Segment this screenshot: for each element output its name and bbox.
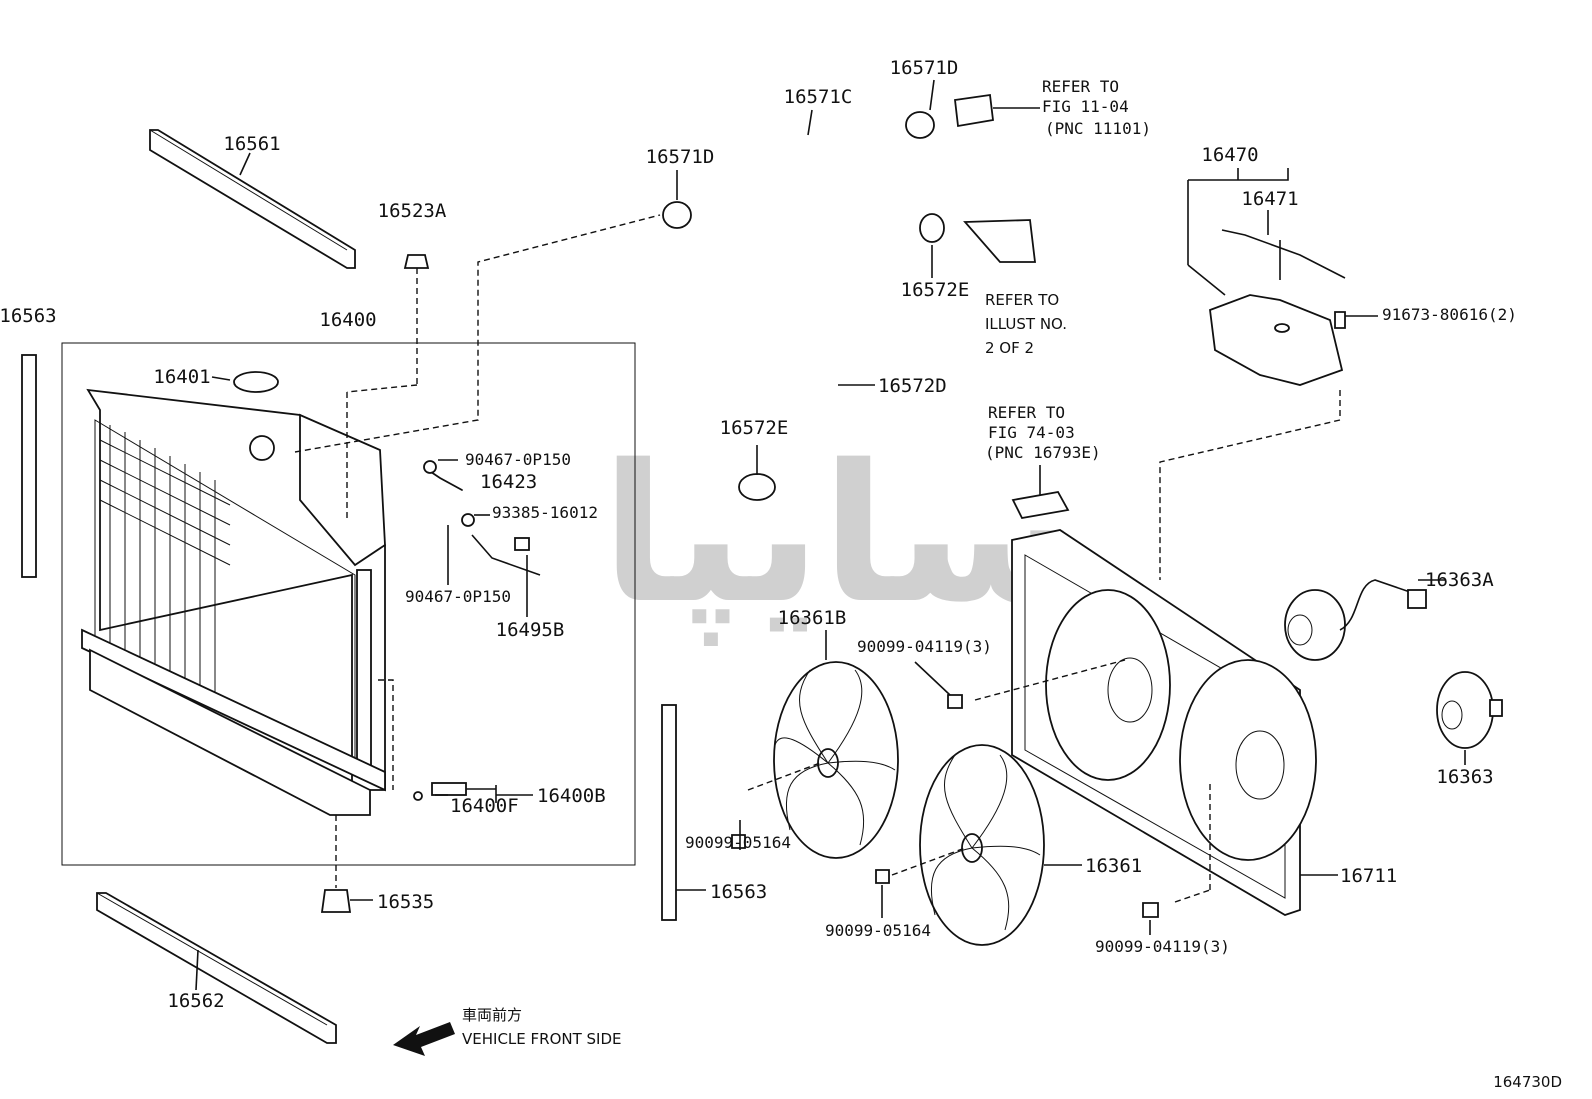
label-16711: 16711 [1340, 865, 1397, 887]
inlet-pipe[interactable] [954, 93, 994, 128]
label-16571D-top: 16571D [890, 57, 959, 79]
label-16572E-bottom: 16572E [720, 417, 789, 439]
label-90099-05164-a: 90099-05164 [685, 833, 791, 852]
upper-radiator-hose[interactable] [710, 114, 900, 210]
radiator-assembly[interactable] [81, 388, 386, 816]
front-side-jp: 車両前方 [462, 1006, 522, 1024]
label-16471: 16471 [1241, 188, 1298, 210]
hose-clamp-c[interactable] [919, 213, 945, 243]
lower-cushion[interactable] [320, 889, 352, 913]
watermark-logo: ﺳﺎﯾﭙﺎ [601, 424, 1079, 646]
reserve-tank[interactable] [1209, 229, 1346, 386]
label-90099-05164-b: 90099-05164 [825, 921, 931, 940]
side-seal-left[interactable] [21, 354, 37, 578]
label-16400: 16400 [319, 309, 376, 331]
label-90467-a: 90467-0P150 [465, 450, 571, 469]
lower-radiator-hose[interactable] [780, 215, 870, 495]
hose-clamp-d[interactable] [738, 473, 776, 501]
diagram-id: 164730D [1493, 1073, 1562, 1091]
svg-text:REFER TO: REFER TO [988, 403, 1065, 422]
label-16571C: 16571C [784, 86, 853, 108]
svg-text:FIG 74-03: FIG 74-03 [988, 423, 1075, 442]
upper-seal-16561[interactable] [149, 129, 356, 269]
tank-bolt[interactable] [1334, 311, 1346, 329]
fan-motor-16363A[interactable] [1284, 579, 1427, 661]
water-outlet[interactable] [963, 219, 1037, 263]
hose-clamp-a[interactable] [662, 201, 692, 229]
svg-text:REFER TO: REFER TO [985, 291, 1059, 309]
label-16571D-left: 16571D [646, 146, 715, 168]
label-93385: 93385-16012 [492, 503, 598, 522]
front-side-en: VEHICLE FRONT SIDE [462, 1030, 622, 1048]
label-16523A: 16523A [378, 200, 447, 222]
label-16562: 16562 [167, 990, 224, 1012]
hose-clamp-b[interactable] [905, 111, 935, 139]
fan-motor-16363[interactable] [1436, 671, 1503, 749]
refer-note-11-04: REFER TO FIG 11-04 (PNC 11101) [1042, 77, 1151, 138]
front-direction-arrow [393, 1022, 455, 1056]
label-16572E-top: 16572E [901, 279, 970, 301]
svg-text:(PNC 11101): (PNC 11101) [1045, 119, 1151, 138]
label-16361: 16361 [1085, 855, 1142, 877]
overflow-hose[interactable] [423, 460, 541, 576]
label-16572D: 16572D [878, 375, 947, 397]
label-90099-04119-a: 90099-04119(3) [857, 637, 992, 656]
upper-cushion[interactable] [403, 254, 430, 269]
caution-plate [1011, 491, 1070, 520]
lower-seal-16562[interactable] [96, 892, 337, 1044]
label-16561: 16561 [223, 133, 280, 155]
refer-note-illust: REFER TO ILLUST NO. 2 OF 2 [985, 291, 1067, 357]
svg-text:2 OF 2: 2 OF 2 [985, 339, 1034, 357]
fan-16361B[interactable] [773, 661, 899, 859]
shroud-bolt-a[interactable] [947, 694, 963, 709]
fan-shroud[interactable] [1011, 529, 1317, 916]
side-seal-center[interactable] [661, 704, 677, 921]
label-16401: 16401 [153, 366, 210, 388]
label-16363A: 16363A [1425, 569, 1494, 591]
refer-note-74-03: REFER TO FIG 74-03 (PNC 16793E) [985, 403, 1101, 462]
label-16400F: 16400F [450, 795, 519, 817]
label-16400B: 16400B [537, 785, 606, 807]
svg-text:FIG 11-04: FIG 11-04 [1042, 97, 1129, 116]
svg-text:ILLUST NO.: ILLUST NO. [985, 315, 1067, 333]
shroud-bolt-b[interactable] [1142, 902, 1159, 918]
label-16363: 16363 [1436, 766, 1493, 788]
label-16563-left: 16563 [0, 305, 57, 327]
label-16423: 16423 [480, 471, 537, 493]
radiator-cap[interactable] [233, 371, 279, 393]
label-16495B: 16495B [496, 619, 565, 641]
label-90099-04119-b: 90099-04119(3) [1095, 937, 1230, 956]
label-16535: 16535 [377, 891, 434, 913]
label-16361B: 16361B [778, 607, 847, 629]
svg-text:(PNC 16793E): (PNC 16793E) [985, 443, 1101, 462]
label-16563-center: 16563 [710, 881, 767, 903]
svg-text:REFER TO: REFER TO [1042, 77, 1119, 96]
fan-16361[interactable] [919, 744, 1045, 946]
label-90467-b: 90467-0P150 [405, 587, 511, 606]
radiator-group-frame [61, 342, 636, 866]
label-91673: 91673-80616(2) [1382, 305, 1517, 324]
fan-nut-b[interactable] [875, 869, 890, 884]
label-16470: 16470 [1201, 144, 1258, 166]
